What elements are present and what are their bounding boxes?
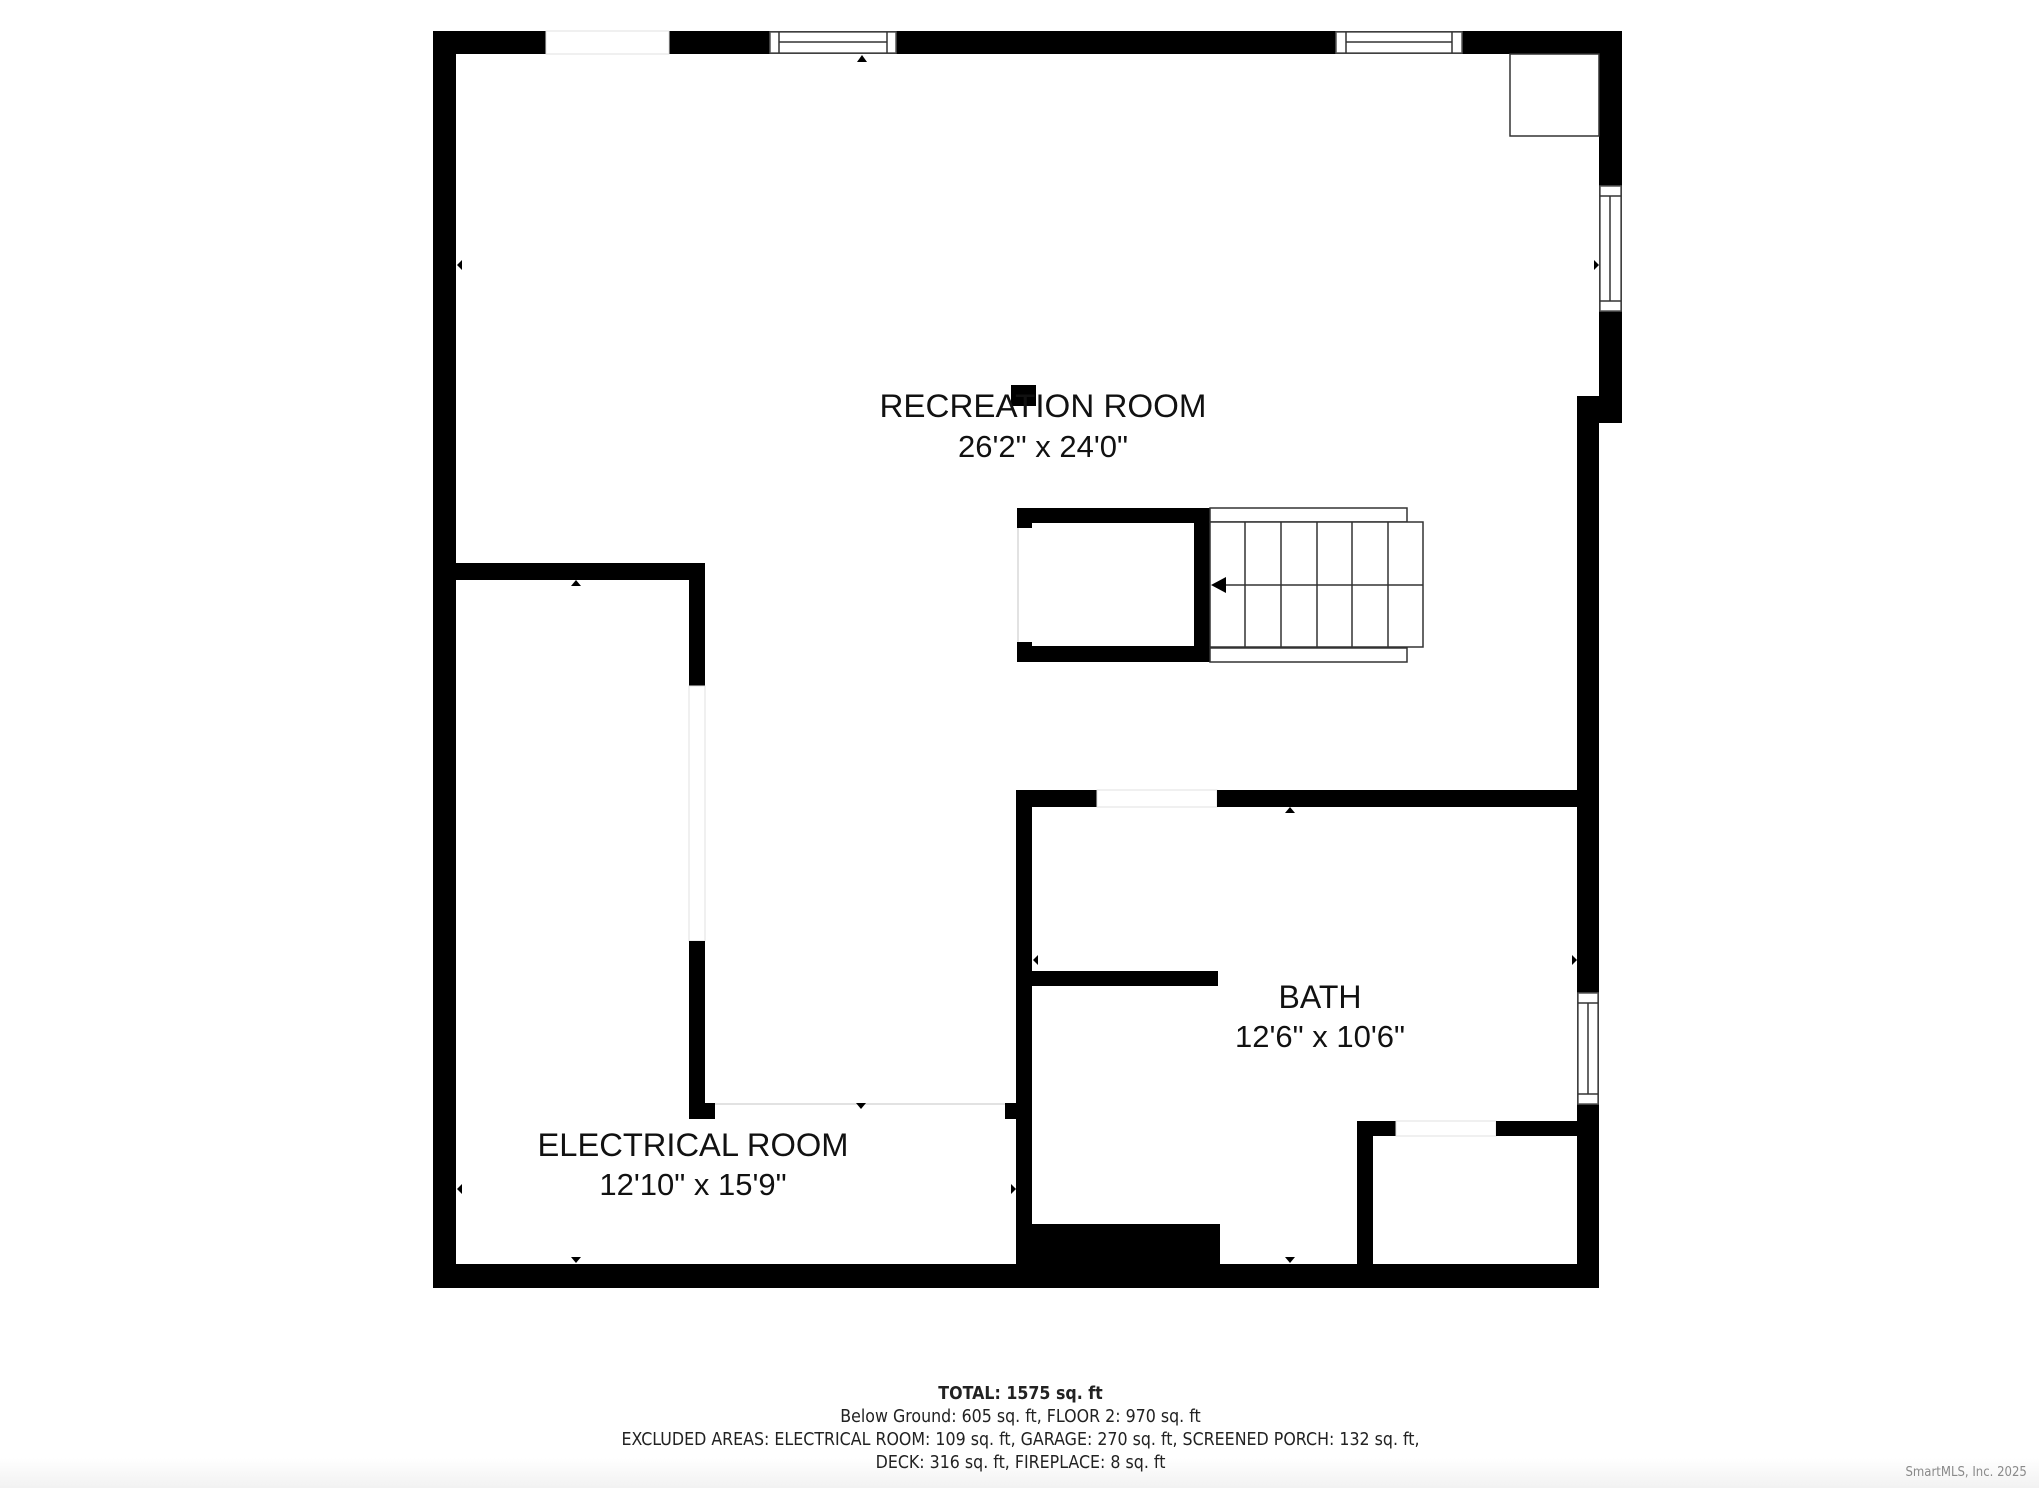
marker-icon (571, 580, 581, 586)
window-right-bath (1577, 992, 1599, 1105)
marker-icon (1011, 1184, 1016, 1194)
column-post (1011, 385, 1036, 406)
stairs (1017, 507, 1424, 663)
marker-icon (457, 1184, 462, 1194)
window-right-recreation (1599, 185, 1622, 312)
stair-direction-arrow-icon (1211, 577, 1226, 593)
room-recreation: RECREATION ROOM 26'2" x 24'0" (880, 388, 1207, 464)
area-summary: TOTAL: 1575 sq. ft Below Ground: 605 sq.… (123, 1382, 1917, 1474)
marker-icon (1594, 260, 1599, 270)
footer-gradient (0, 1458, 2039, 1488)
bath-vanity-block (1032, 1224, 1220, 1269)
right-lower-wall (1577, 396, 1599, 1288)
marker-icon (1572, 955, 1577, 965)
marker-icon (857, 55, 867, 62)
corner-cabinet (1509, 53, 1600, 137)
floor-areas: Below Ground: 605 sq. ft, FLOOR 2: 970 s… (840, 1406, 1201, 1427)
electrical-room-walls (456, 563, 1016, 1119)
room-dimensions: 26'2" x 24'0" (958, 429, 1128, 464)
marker-icon (457, 260, 462, 270)
bath-walls (1016, 789, 1599, 1288)
marker-icon (571, 1257, 581, 1263)
room-name: RECREATION ROOM (880, 388, 1207, 424)
top-doorway-opening (545, 30, 670, 55)
room-dimensions: 12'10" x 15'9" (599, 1167, 786, 1202)
marker-icon (856, 1103, 866, 1109)
window-top-2 (1335, 31, 1463, 54)
bath-partition (1032, 971, 1218, 986)
room-dimensions: 12'6" x 10'6" (1235, 1019, 1405, 1054)
marker-icon (1285, 1257, 1295, 1263)
room-name: BATH (1279, 979, 1362, 1015)
copyright-credit: SmartMLS, Inc. 2025 (1905, 1465, 2027, 1480)
excluded-areas: EXCLUDED AREAS: ELECTRICAL ROOM: 109 sq.… (621, 1429, 1420, 1450)
top-wall (433, 31, 1622, 54)
wall-markers (457, 55, 1599, 1263)
excluded-areas-continued: DECK: 316 sq. ft, FIREPLACE: 8 sq. ft (875, 1452, 1166, 1473)
total-area: TOTAL: 1575 sq. ft (938, 1383, 1103, 1404)
window-top-1 (769, 31, 897, 54)
room-bath: BATH 12'6" x 10'6" (1235, 979, 1405, 1054)
room-electrical: ELECTRICAL ROOM 12'10" x 15'9" (538, 1127, 849, 1202)
marker-icon (1033, 955, 1038, 965)
left-wall (433, 31, 456, 1288)
room-name: ELECTRICAL ROOM (538, 1127, 849, 1163)
marker-icon (1285, 807, 1295, 813)
